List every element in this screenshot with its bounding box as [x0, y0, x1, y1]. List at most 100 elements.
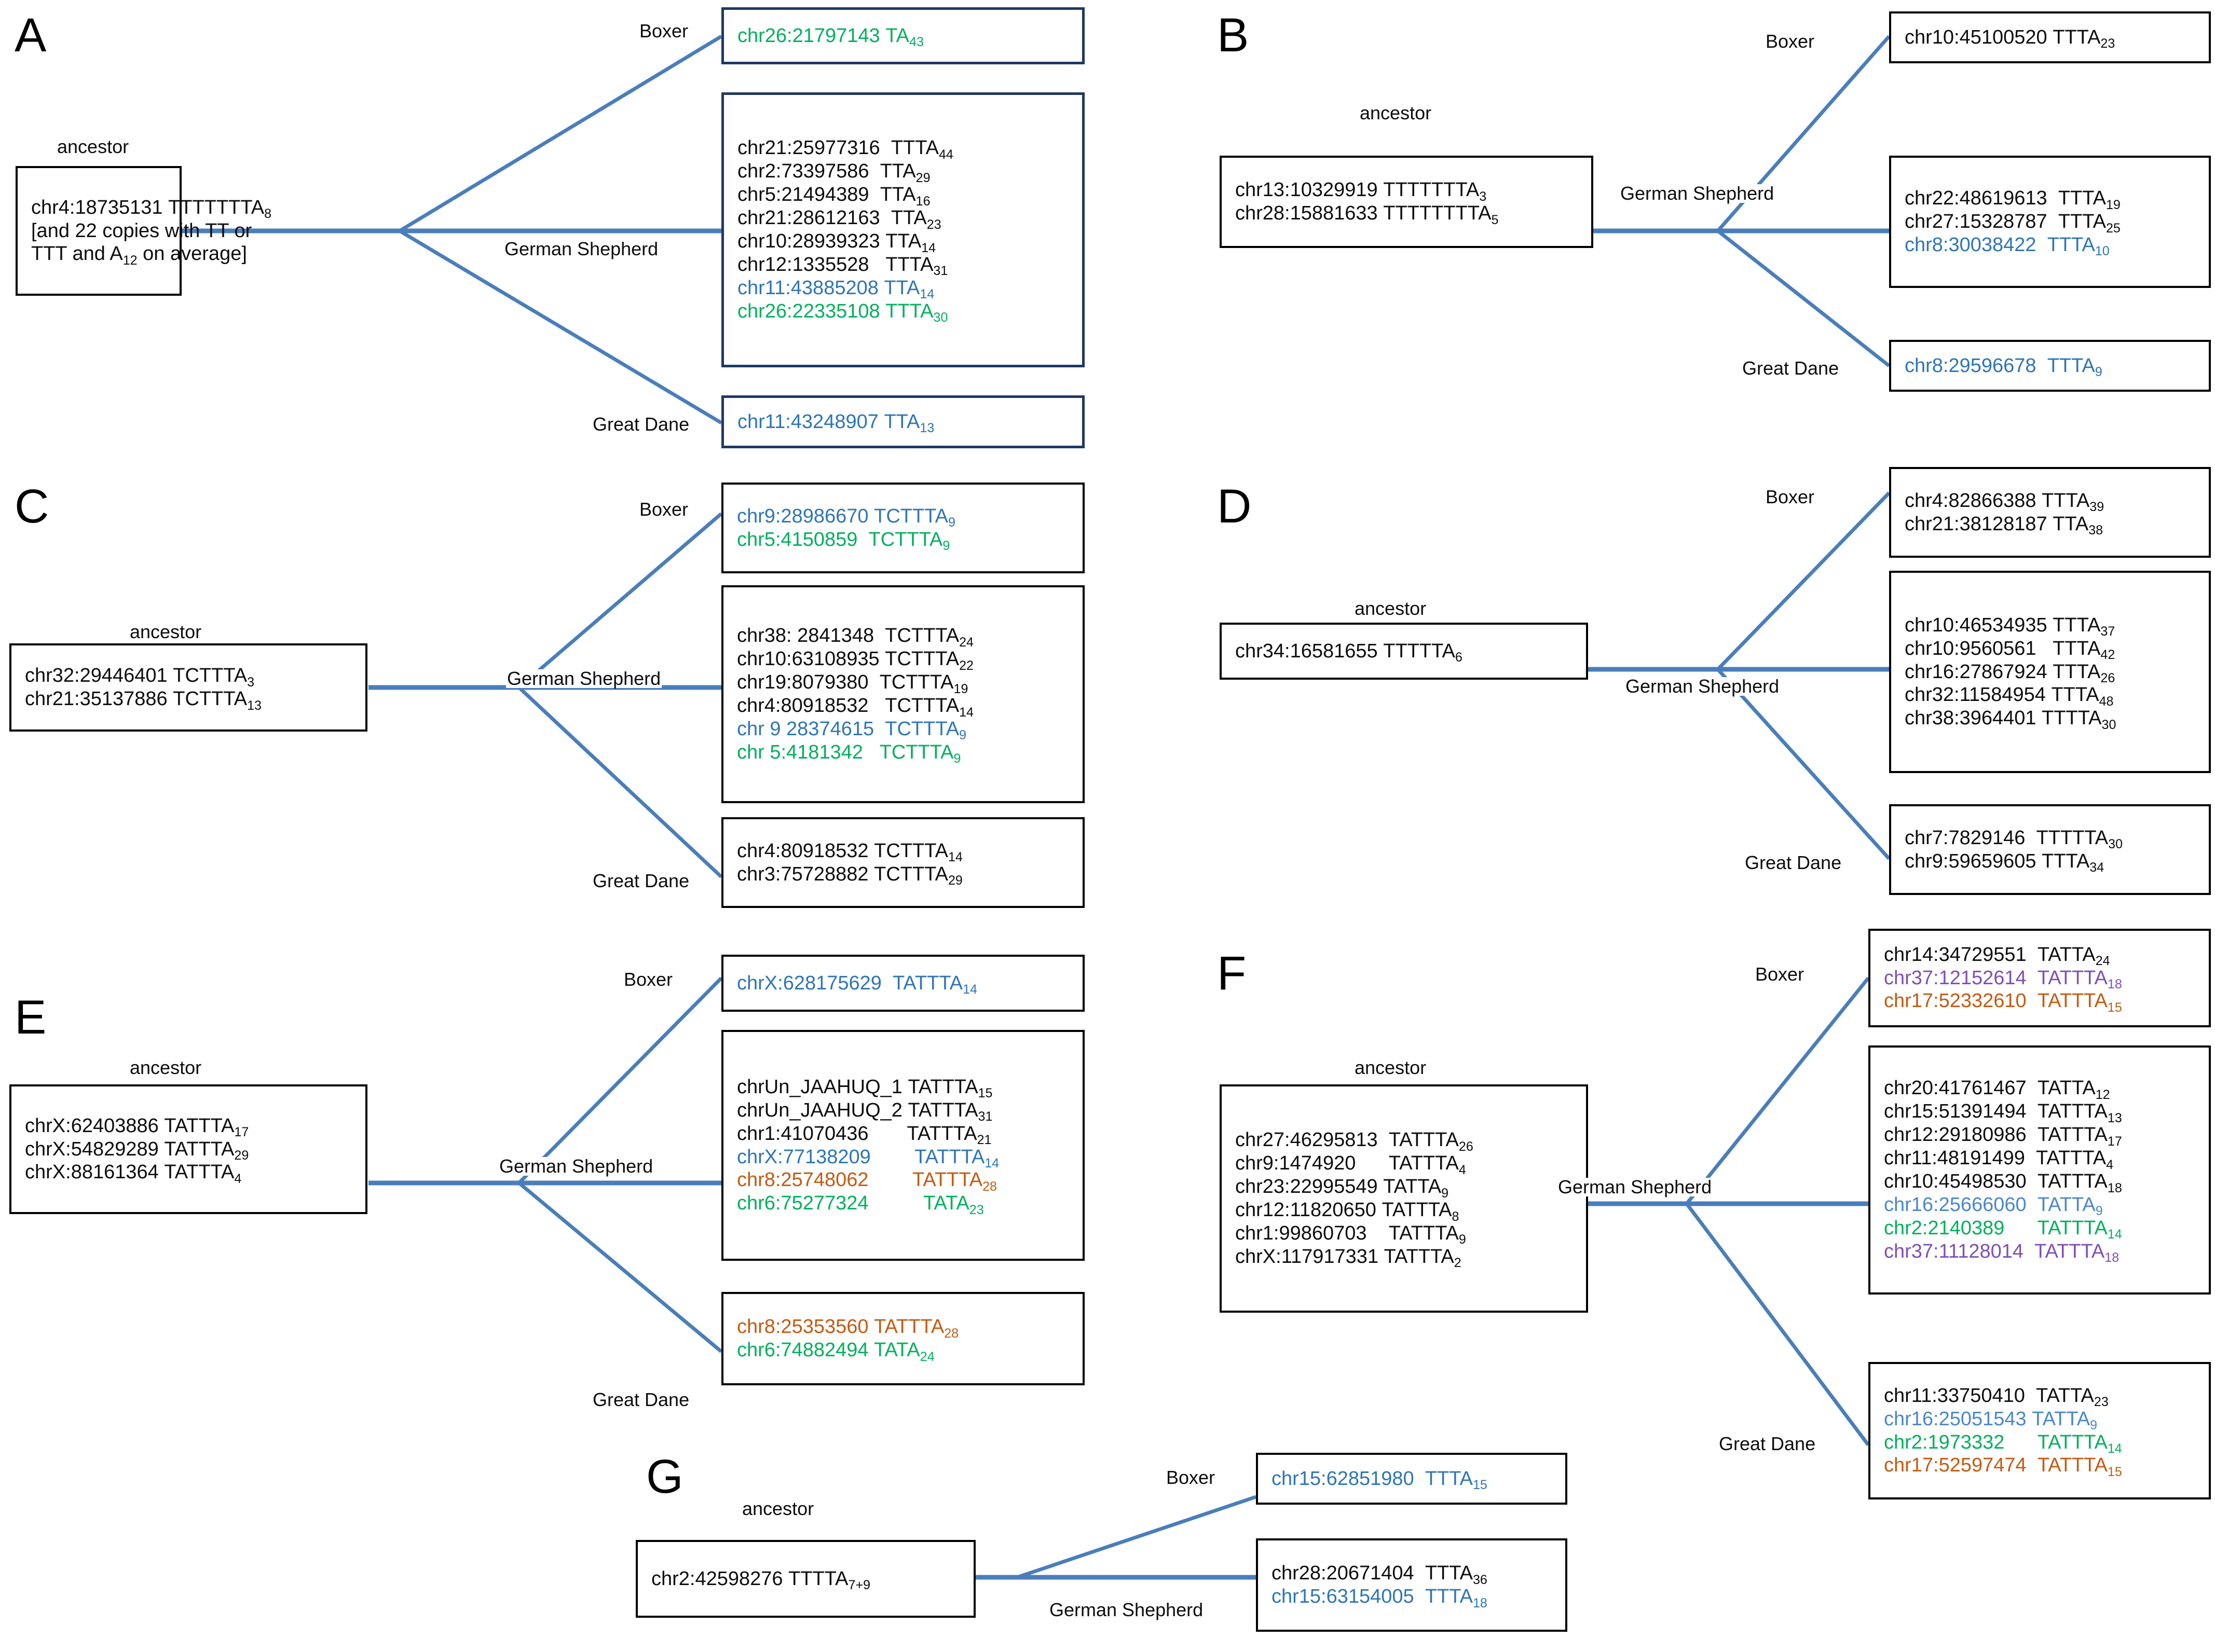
panel-G-boxer-box[interactable]: chr15:62851980 TTTA15 [1256, 1453, 1567, 1505]
panel-B-gd-box[interactable]: chr8:29596678 TTTA9 [1889, 340, 2211, 392]
panel-F-boxer-box[interactable]: chr14:34729551 TATTA24 chr37:12152614 TA… [1868, 929, 2211, 1027]
panel-B-gs-box[interactable]: chr22:48619613 TTTA19 chr27:15328787 TTT… [1889, 156, 2211, 288]
locus-row: chr3:75728882 TCTTTA29 [737, 863, 963, 888]
panel-G-ancestor-box[interactable]: chr2:42598276 TTTTA7+9 [636, 1540, 976, 1618]
locus-row: chrX:62403886 TATTTA17 [25, 1114, 249, 1140]
locus-row: chr9:1474920 TATTTA4 [1235, 1152, 1466, 1177]
locus-row: chr10:46534935 TTTA37 [1905, 614, 2115, 639]
panel-B-ancestor-box[interactable]: chr13:10329919 TTTTTTTA3 chr28:15881633 … [1220, 156, 1593, 248]
locus-row: chr28:15881633 TTTTTTTTA5 [1235, 202, 1499, 227]
locus-row: chr26:22335108 TTTA30 [737, 300, 948, 325]
locus-row: chr4:80918532 TCTTTA14 [737, 695, 974, 720]
locus-row: chr5:21494389 TTA16 [737, 184, 931, 209]
locus-row: chr17:52597474 TATTTA15 [1884, 1454, 2122, 1479]
locus-row: chr2:42598276 TTTTA7+9 [651, 1567, 871, 1593]
locus-row: chr22:48619613 TTTA19 [1905, 187, 2121, 212]
locus-row: chr11:43248907 TTA13 [737, 410, 935, 436]
locus-row: chr15:51391494 TATTTA13 [1884, 1100, 2122, 1125]
panel-C-ancestor-box[interactable]: chr32:29446401 TCTTTA3 chr21:35137886 TC… [9, 643, 367, 732]
locus-row: chrX:77138209 TATTTA14 [737, 1146, 1000, 1171]
locus-row: chr2:2140389 TATTTA14 [1884, 1217, 2122, 1242]
locus-row: chr27:46295813 TATTTA26 [1235, 1129, 1473, 1154]
panel-B-boxer-box[interactable]: chr10:45100520 TTTA23 [1889, 11, 2211, 63]
panel-C-gd-box[interactable]: chr4:80918532 TCTTTA14 chr3:75728882 TCT… [721, 817, 1085, 908]
locus-row: chr17:52332610 TATTTA15 [1884, 990, 2122, 1015]
panel-F-gd-box[interactable]: chr11:33750410 TATTA23 chr16:25051543 TA… [1868, 1362, 2211, 1499]
panel-G-links [976, 1495, 1257, 1580]
locus-row: chr2:1973332 TATTTA14 [1884, 1431, 2122, 1456]
panel-G-gs-box[interactable]: chr28:20671404 TTTA36 chr15:63154005 TTT… [1256, 1538, 1567, 1632]
locus-row: chrX:88161364 TATTTA4 [25, 1161, 242, 1186]
locus-row: chr4:18735131 TTTTTTTA8 [31, 196, 272, 222]
locus-row: chr9:59659605 TTTA34 [1905, 850, 2104, 875]
panel-E-gd-box[interactable]: chr8:25353560 TATTTA28 chr6:74882494 TAT… [721, 1292, 1085, 1385]
panel-C-branch-gs: German Shepherd [506, 668, 662, 689]
locus-row: chr38: 2841348 TCTTTA24 [737, 625, 974, 650]
panel-D-ancestor-box[interactable]: chr34:16581655 TTTTTA6 [1220, 623, 1588, 680]
panel-F-ancestor-caption: ancestor [1355, 1057, 1427, 1078]
locus-row: chrUn_JAAHUQ_1 TATTTA15 [737, 1076, 993, 1101]
panel-A-gs-box[interactable]: chr21:25977316 TTTA44 chr2:73397586 TTA2… [721, 92, 1085, 367]
panel-E-boxer-box[interactable]: chrX:628175629 TATTTA14 [721, 955, 1085, 1012]
panel-D-gd-box[interactable]: chr7:7829146 TTTTTA30 chr9:59659605 TTTA… [1889, 804, 2211, 895]
panel-A-boxer-box[interactable]: chr26:21797143 TA43 [721, 7, 1085, 64]
panel-F-gs-box[interactable]: chr20:41761467 TATTA12 chr15:51391494 TA… [1868, 1045, 2211, 1295]
panel-E-ancestor-box[interactable]: chrX:62403886 TATTTA17 chrX:54829289 TAT… [9, 1084, 367, 1214]
panel-C-branch-boxer: Boxer [638, 499, 690, 520]
panel-F-ancestor-box[interactable]: chr27:46295813 TATTTA26 chr9:1474920 TAT… [1220, 1084, 1588, 1313]
locus-row: chr5:4150859 TCTTTA9 [737, 528, 950, 554]
locus-row: chr15:62851980 TTTA15 [1271, 1467, 1487, 1493]
panel-A-branch-gd: Great Dane [592, 414, 691, 435]
locus-row: chr6:75277324 TATA23 [737, 1192, 984, 1217]
locus-row: chr1:41070436 TATTTA21 [737, 1122, 992, 1148]
locus-row: chr28:20671404 TTTA36 [1271, 1562, 1487, 1587]
locus-row: chr4:82866388 TTTA39 [1905, 489, 2104, 515]
panel-E-branch-gd: Great Dane [592, 1389, 691, 1410]
panel-A-ancestor-box[interactable]: chr4:18735131 TTTTTTTA8 [and 22 copies w… [16, 166, 272, 296]
locus-row: TTT and A12 on average] [31, 243, 247, 268]
locus-row: chr32:29446401 TCTTTA3 [25, 665, 255, 690]
panel-C-letter: C [15, 480, 49, 533]
locus-row: chr15:63154005 TTTA18 [1271, 1586, 1487, 1610]
locus-row: chr9:28986670 TCTTTA9 [737, 505, 955, 530]
locus-row: chr21:25977316 TTTA44 [737, 137, 953, 162]
locus-row: chr8:25353560 TATTTA28 [737, 1316, 959, 1341]
locus-row: chr11:33750410 TATTA23 [1884, 1384, 2109, 1410]
locus-row: chr32:11584954 TTTA48 [1905, 684, 2114, 709]
locus-row: chr10:9560561 TTTA42 [1905, 637, 2115, 663]
panel-B-branch-gs: German Shepherd [1619, 183, 1775, 204]
panel-E-gs-box[interactable]: chrUn_JAAHUQ_1 TATTTA15 chrUn_JAAHUQ_2 T… [721, 1030, 1085, 1261]
panel-G-ancestor-caption: ancestor [742, 1498, 814, 1519]
locus-row: chr26:21797143 TA43 [737, 24, 924, 50]
locus-row: chr38:3964401 TTTTA30 [1905, 707, 2116, 732]
locus-row: chr10:63108935 TCTTTA22 [737, 648, 974, 673]
locus-row: chrX:54829289 TATTTA29 [25, 1138, 249, 1163]
locus-row: chr21:28612163 TTA23 [737, 207, 941, 232]
panel-D-ancestor-caption: ancestor [1355, 598, 1427, 619]
locus-row: chr11:43885208 TTA14 [737, 277, 935, 302]
panel-F-branch-boxer: Boxer [1754, 963, 1806, 985]
panel-E-ancestor-caption: ancestor [130, 1057, 202, 1078]
locus-row: chr10:28939323 TTA14 [737, 230, 936, 255]
panel-A-gd-box[interactable]: chr11:43248907 TTA13 [721, 395, 1085, 448]
panel-D-gs-box[interactable]: chr10:46534935 TTTA37 chr10:9560561 TTTA… [1889, 571, 2211, 773]
locus-row: chr16:25666060 TATTA9 [1884, 1193, 2103, 1219]
locus-row: chr21:35137886 TCTTTA13 [25, 688, 262, 713]
panel-D-boxer-box[interactable]: chr4:82866388 TTTA39 chr21:38128187 TTA3… [1889, 467, 2211, 558]
locus-row: chr6:74882494 TATA24 [737, 1339, 935, 1364]
locus-row: chr23:22995549 TATTA9 [1235, 1176, 1449, 1201]
locus-row: chr12:11820650 TATTTA8 [1235, 1199, 1459, 1224]
panel-G-branch-boxer: Boxer [1165, 1467, 1216, 1488]
locus-row: chrUn_JAAHUQ_2 TATTTA31 [737, 1099, 993, 1124]
panel-E-branch-gs: German Shepherd [498, 1155, 654, 1177]
locus-row: chr34:16581655 TTTTTA6 [1235, 640, 1462, 665]
panel-C-boxer-box[interactable]: chr9:28986670 TCTTTA9 chr5:4150859 TCTTT… [721, 483, 1085, 573]
panel-A-ancestor-caption: ancestor [57, 136, 129, 157]
panel-D-branch-boxer: Boxer [1765, 486, 1816, 507]
locus-row: [and 22 copies with TT or [31, 219, 252, 242]
panel-A-branch-boxer: Boxer [638, 20, 690, 42]
locus-row: chr20:41761467 TATTA12 [1884, 1077, 2110, 1102]
panel-C-links [368, 512, 723, 878]
panel-C-gs-box[interactable]: chr38: 2841348 TCTTTA24 chr10:63108935 T… [721, 585, 1085, 803]
panel-D-letter: D [1217, 480, 1252, 533]
